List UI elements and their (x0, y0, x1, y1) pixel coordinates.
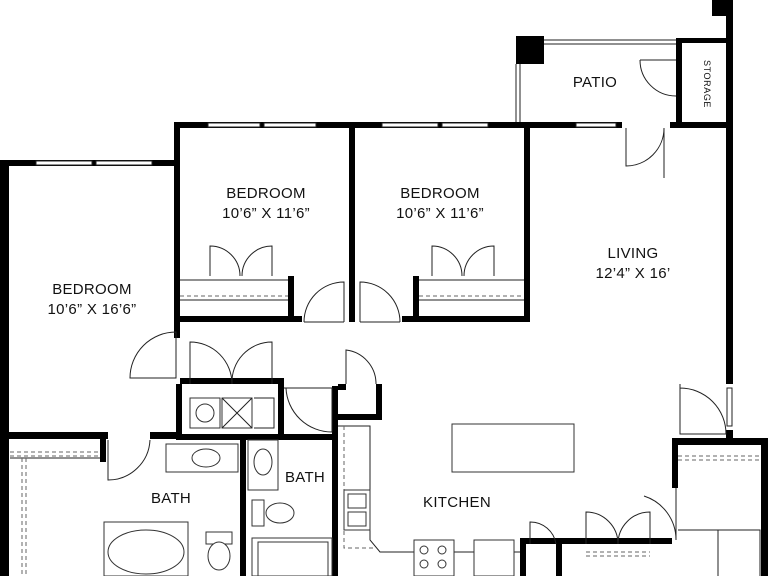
toilet-icon (265, 502, 295, 524)
wall-bedroom-left-bottom (0, 432, 108, 439)
wall-closet-kitchen-a (520, 538, 560, 544)
label-bedroom-left: BEDROOM (52, 281, 132, 298)
door-entry (679, 384, 727, 435)
wall-bath-left-stub (100, 438, 106, 462)
door-bedroom-mid (303, 281, 345, 323)
closet-door (209, 245, 241, 277)
wall-closet-kitchen-c (562, 538, 672, 544)
patio-outline (515, 39, 677, 122)
closets (180, 279, 650, 557)
wall-bedroom-mid-bottom (180, 316, 302, 322)
wall-exterior-right (726, 0, 733, 384)
label-kitchen: KITCHEN (423, 494, 491, 511)
sink-icon (191, 448, 221, 468)
wall-bedroom-divider (349, 122, 355, 322)
closet-door (431, 245, 463, 277)
closet-door (241, 245, 273, 277)
door-bath-left (107, 439, 151, 481)
wall-storage-top (676, 38, 732, 43)
label-bedroom-right-size: 10’6” X 11’6” (396, 205, 484, 222)
wall-closet-kitchen-b (556, 538, 562, 576)
wall-laundry-left (176, 384, 182, 438)
windows (35, 122, 733, 427)
door-bath-mid (284, 387, 333, 433)
closet-door (463, 245, 495, 277)
wall-bedroom-right-bottom (402, 316, 530, 322)
door-lower-right (643, 488, 677, 541)
wall-bath-kitchen (332, 386, 338, 576)
label-bath-left: BATH (151, 490, 191, 507)
laundry (189, 397, 275, 429)
door-bedroom-left (129, 331, 177, 379)
window (441, 122, 489, 128)
door-patio (625, 127, 665, 167)
patio-column (516, 36, 544, 64)
window (381, 122, 439, 128)
wall-corner-top-right (712, 0, 733, 16)
bath-fixtures (103, 439, 333, 576)
doors (107, 127, 727, 545)
wall-closet-right (413, 276, 419, 322)
kitchen-fixtures (338, 423, 575, 576)
refrigerator (473, 539, 515, 576)
wall-baths-top (176, 434, 336, 440)
kitchen-island (451, 423, 575, 473)
toilet-icon (207, 541, 231, 571)
wall-bedroom-mid-left (174, 122, 180, 338)
lower-right-room (678, 455, 761, 576)
label-living: LIVING (608, 245, 659, 262)
wall-exterior-right-low (726, 430, 733, 440)
window (35, 160, 93, 166)
closet-left (10, 451, 100, 576)
label-bedroom-left-size: 10’6” X 16’6” (48, 301, 137, 318)
wall-lower-right-left (672, 438, 678, 488)
wall-lower-right-top (672, 438, 768, 445)
sink-icon (253, 448, 273, 476)
door-laundry-a (189, 341, 233, 385)
window (726, 387, 733, 427)
wall-bedroom-right-right (524, 122, 530, 322)
door-bedroom-right (359, 281, 401, 323)
wall-bath-divider (240, 438, 246, 576)
door-laundry-b (231, 341, 273, 385)
wall-living-top-2 (670, 122, 732, 128)
closet-door (585, 511, 619, 545)
label-bath-mid: BATH (285, 469, 325, 486)
label-bedroom-mid: BEDROOM (226, 185, 306, 202)
label-bedroom-mid-size: 10’6” X 11’6” (222, 205, 310, 222)
label-storage: STORAGE (702, 60, 712, 108)
room-labels: PATIO STORAGE BEDROOM 10’6” X 16’6” BEDR… (48, 60, 712, 511)
closet-door (617, 511, 651, 545)
window (263, 122, 317, 128)
window (575, 122, 617, 128)
closet-door (529, 521, 557, 545)
burner (419, 545, 429, 555)
wall-pantry-bottom (338, 414, 382, 420)
wall-closet-mid (288, 276, 294, 322)
wall-lower-right-right (761, 438, 768, 576)
wall-closet-kitchen-d (520, 538, 526, 576)
burner (437, 545, 447, 555)
window (207, 122, 261, 128)
wall-bedroom-left-bottom-2 (150, 432, 180, 439)
wall-laundry-right (278, 384, 284, 438)
stove (413, 539, 455, 576)
label-living-size: 12’4” X 16’ (595, 265, 670, 282)
burner (437, 559, 447, 569)
label-bedroom-right: BEDROOM (400, 185, 480, 202)
wall-pantry-top (338, 384, 346, 390)
wall-exterior-left (0, 160, 9, 576)
window (95, 160, 153, 166)
door-pantry (345, 349, 377, 385)
wall-storage-left (676, 38, 682, 128)
burner (419, 559, 429, 569)
label-patio: PATIO (573, 74, 617, 91)
wall-pantry-right (376, 384, 382, 420)
